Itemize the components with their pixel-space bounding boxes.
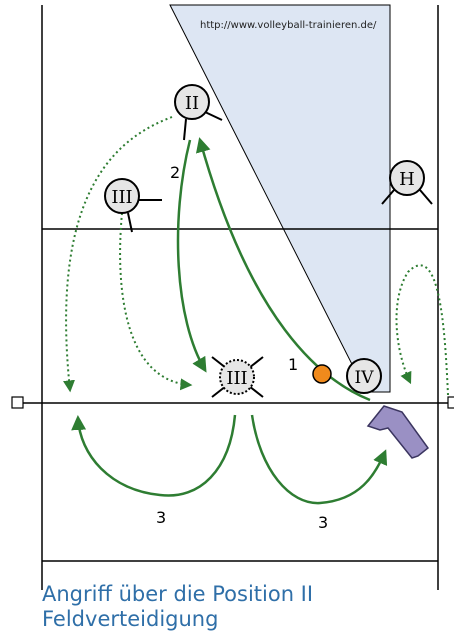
player-hitter-label: H <box>399 169 415 190</box>
path-dotted-right-to-iv <box>395 264 449 396</box>
player-iii-front-label: III <box>226 368 247 389</box>
step-label-3-right: 3 <box>318 513 328 532</box>
path-dotted-iii-to-middle <box>119 212 193 391</box>
caption-line-1: Angriff über die Position II <box>42 582 314 606</box>
path-2-ii-to-iii <box>176 139 207 373</box>
attack-arrow <box>366 405 430 459</box>
player-iv: IV <box>346 358 382 394</box>
player-ii-label: II <box>185 93 199 114</box>
path-dotted-ii-to-left <box>63 116 173 393</box>
player-iv-label: IV <box>355 368 375 388</box>
player-ii: II <box>174 84 223 141</box>
net-post-left <box>11 396 24 409</box>
source-url-text: http://www.volleyball-trainieren.de/ <box>200 20 377 31</box>
step-label-1: 1 <box>288 355 298 374</box>
player-iii-back: III <box>104 178 162 233</box>
path-1-to-ii <box>195 137 371 402</box>
ball <box>312 364 332 384</box>
path-3-left <box>71 414 237 497</box>
attack-shadow-zone <box>169 4 391 393</box>
step-label-2: 2 <box>170 163 180 182</box>
step-label-3-left: 3 <box>156 508 166 527</box>
path-3-right <box>250 414 388 505</box>
player-hitter: H <box>381 160 433 205</box>
caption-line-2: Feldverteidigung <box>42 607 219 631</box>
net-post-right <box>447 396 454 409</box>
player-iii-back-label: III <box>111 187 132 208</box>
player-iii-front: III <box>211 356 264 398</box>
